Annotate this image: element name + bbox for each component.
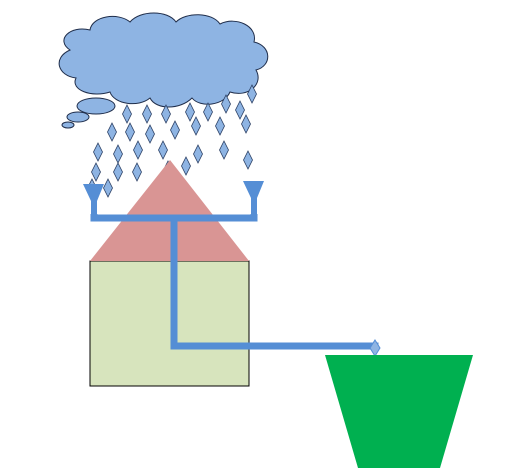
thought-cloud <box>58 12 269 129</box>
raindrop <box>161 104 171 124</box>
raindrop <box>170 120 180 140</box>
raindrop <box>93 142 103 162</box>
raindrop <box>181 156 191 176</box>
raindrop <box>191 116 201 136</box>
raindrops <box>87 84 257 198</box>
raindrop <box>203 102 213 122</box>
thought-bubble-small <box>61 121 75 129</box>
raindrop <box>142 104 152 124</box>
downpipe <box>90 214 381 357</box>
raindrop <box>243 150 253 170</box>
raindrop <box>158 140 168 160</box>
cloud-shape <box>58 12 269 108</box>
raindrop <box>193 144 203 164</box>
raindrop <box>221 94 231 114</box>
raindrop <box>91 162 101 182</box>
house-wall <box>89 260 250 387</box>
raindrop <box>107 122 117 142</box>
raindrop <box>113 144 123 164</box>
collection-tank <box>325 355 473 468</box>
house-roof <box>90 160 249 261</box>
raindrop <box>133 140 143 160</box>
raindrop <box>132 162 142 182</box>
raindrop <box>219 140 229 160</box>
raindrop <box>113 162 123 182</box>
raindrop <box>247 84 257 104</box>
raindrop <box>235 100 245 120</box>
pipe-outlet-drop <box>369 339 381 357</box>
left-funnel-gutter <box>83 184 104 214</box>
thought-bubble-large <box>76 97 116 115</box>
thought-bubble-medium <box>66 111 90 123</box>
right-funnel-gutter <box>243 181 264 216</box>
raindrop <box>215 116 225 136</box>
raindrop <box>125 122 135 142</box>
raindrop <box>185 102 195 122</box>
gutter-pipe-horizontal <box>90 214 258 222</box>
raindrop <box>122 104 132 124</box>
raindrop <box>103 178 113 198</box>
raindrop <box>145 124 155 144</box>
raindrop <box>241 114 251 134</box>
